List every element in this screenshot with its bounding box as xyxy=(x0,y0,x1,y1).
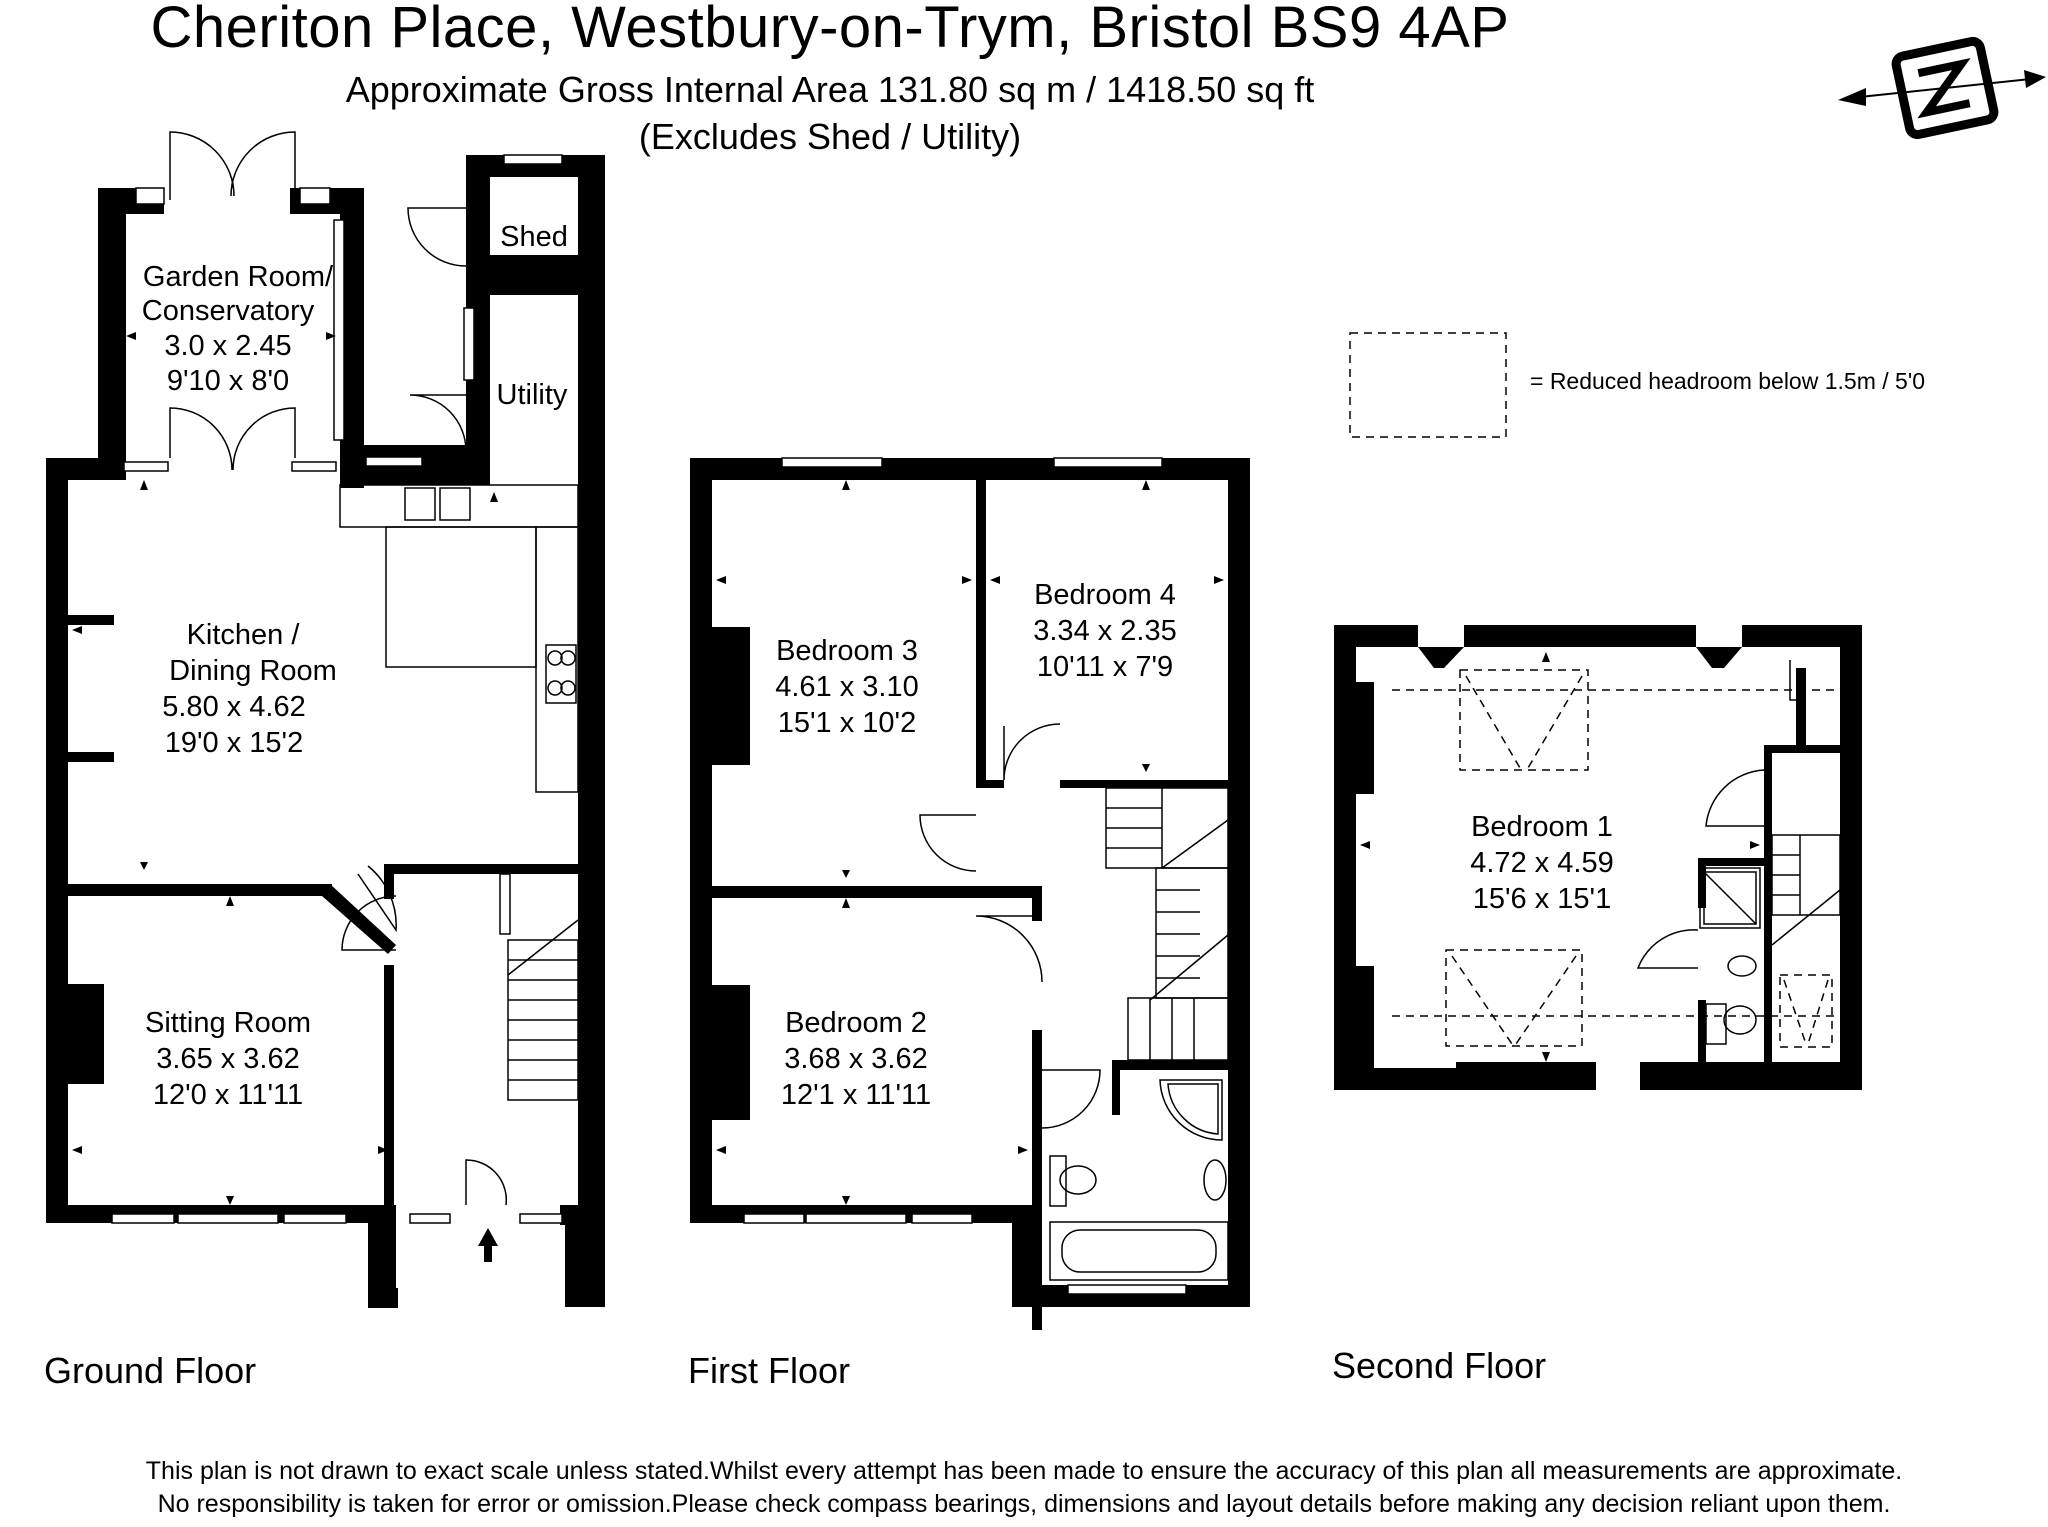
garden-room-imperial: 9'10 x 8'0 xyxy=(167,365,289,397)
disclaimer-line-1: This plan is not drawn to exact scale un… xyxy=(145,1457,1903,1485)
bedroom-4-metric: 3.34 x 2.35 xyxy=(1033,615,1177,647)
bedroom-1-imperial: 15'6 x 15'1 xyxy=(1473,883,1611,915)
bedroom-4-imperial: 10'11 x 7'9 xyxy=(1037,651,1173,683)
sitting-room-name: Sitting Room xyxy=(145,1007,311,1039)
first-floor-plan xyxy=(690,457,1250,1330)
plan-title: Cheriton Place, Westbury-on-Trym, Bristo… xyxy=(150,0,1510,60)
second-floor-plan xyxy=(1334,625,1862,1090)
utility-label: Utility xyxy=(497,379,568,411)
disclaimer-line-2: No responsibility is taken for error or … xyxy=(157,1490,1891,1518)
kitchen-name-2: Dining Room xyxy=(169,655,337,687)
bedroom-1-name: Bedroom 1 xyxy=(1471,811,1613,843)
bedroom-3-name: Bedroom 3 xyxy=(776,635,918,667)
bedroom-2-name: Bedroom 2 xyxy=(785,1007,927,1039)
sitting-room-metric: 3.65 x 3.62 xyxy=(156,1043,300,1075)
gross-area-text: Approximate Gross Internal Area 131.80 s… xyxy=(345,69,1315,110)
kitchen-metric: 5.80 x 4.62 xyxy=(162,691,306,723)
reduced-headroom-legend-swatch xyxy=(1349,332,1507,438)
bedroom-2-imperial: 12'1 x 11'11 xyxy=(781,1079,931,1111)
kitchen-imperial: 19'0 x 15'2 xyxy=(165,727,303,759)
bedroom-3-metric: 4.61 x 3.10 xyxy=(775,671,919,703)
sitting-room-imperial: 12'0 x 11'11 xyxy=(153,1079,303,1111)
garden-room-metric: 3.0 x 2.45 xyxy=(164,330,291,362)
bedroom-4-name: Bedroom 4 xyxy=(1034,579,1176,611)
garden-room-name-2: Conservatory xyxy=(142,295,315,327)
ground-floor-plan xyxy=(46,131,605,1308)
reduced-headroom-legend-text: = Reduced headroom below 1.5m / 5'0 xyxy=(1530,368,1925,394)
ground-floor-label: Ground Floor xyxy=(44,1350,257,1391)
bedroom-2-metric: 3.68 x 3.62 xyxy=(784,1043,928,1075)
garden-room-name-1: Garden Room/ xyxy=(143,261,334,293)
second-floor-label: Second Floor xyxy=(1332,1345,1547,1386)
bedroom-1-metric: 4.72 x 4.59 xyxy=(1470,847,1614,879)
north-compass-icon xyxy=(1838,36,2046,140)
first-floor-label: First Floor xyxy=(688,1350,850,1391)
kitchen-name-1: Kitchen / xyxy=(187,619,301,651)
area-exclusion-note: (Excludes Shed / Utility) xyxy=(638,116,1022,157)
shed-label: Shed xyxy=(500,221,568,253)
bedroom-3-imperial: 15'1 x 10'2 xyxy=(778,707,916,739)
